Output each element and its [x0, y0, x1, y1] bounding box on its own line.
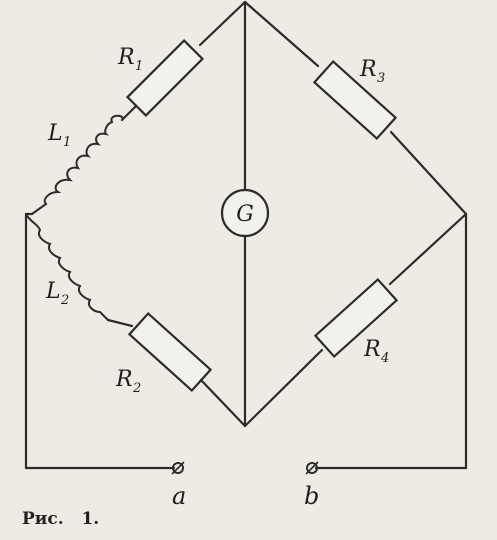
resistor-r1: [125, 38, 205, 118]
label-l1-sub: 1: [63, 135, 71, 150]
wire-r4-to-bottom: [243, 348, 324, 428]
inductor-l1: [31, 114, 124, 215]
label-r4-main: R: [363, 337, 381, 362]
label-r1-main: R: [117, 45, 135, 70]
wire-r2-to-bottom: [199, 378, 247, 428]
inductor-l2: [25, 213, 109, 321]
label-r3-sub: 3: [377, 71, 385, 86]
terminal-a: [171, 461, 185, 475]
label-terminal-b: b: [304, 482, 319, 510]
wire-right-node-to-r4: [388, 212, 468, 286]
label-r3-main: R: [359, 57, 377, 82]
resistor-r3: [312, 59, 398, 141]
label-terminal-a: a: [172, 482, 186, 510]
label-r3: R 3: [359, 57, 385, 86]
wire-top-to-r3: [243, 0, 320, 68]
wire-top-to-r1: [198, 0, 247, 47]
label-l1-main: L: [47, 121, 63, 146]
label-l1: L 1: [47, 121, 71, 150]
figure-caption: Рис. 1.: [22, 509, 99, 529]
resistor-r2: [127, 311, 213, 393]
label-r4-sub: 4: [380, 351, 389, 366]
label-r4: R 4: [363, 337, 389, 366]
galvanometer-label: G: [236, 202, 254, 227]
label-r2-sub: 2: [132, 381, 141, 396]
wire-l2-to-r2: [106, 318, 134, 328]
label-l2: L 2: [45, 279, 69, 308]
label-l2-sub: 2: [60, 293, 69, 308]
wire-r1-to-l1: [120, 104, 138, 122]
label-r1-sub: 1: [135, 59, 143, 74]
wire-r3-to-right-node: [389, 130, 468, 216]
terminal-b: [305, 461, 319, 475]
label-r2-main: R: [115, 367, 133, 392]
resistor-r4: [313, 277, 399, 359]
label-l2-main: L: [45, 279, 61, 304]
label-r2: R 2: [115, 367, 141, 396]
label-r1: R 1: [117, 45, 143, 74]
